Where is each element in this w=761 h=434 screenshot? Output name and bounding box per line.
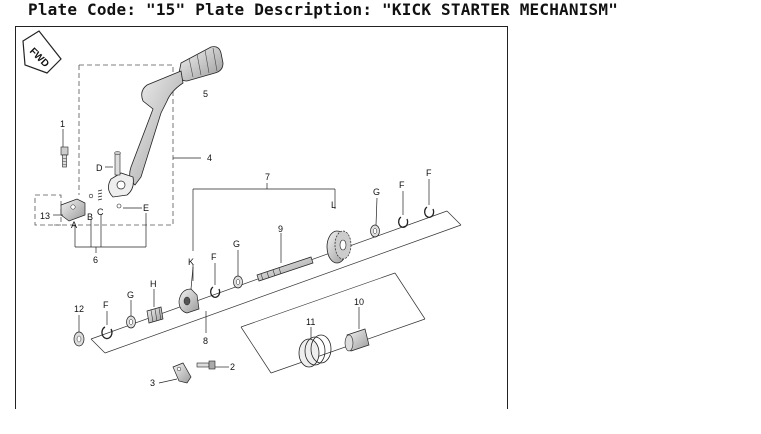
plate-description-value: "KICK STARTER MECHANISM" (382, 0, 619, 19)
callout-e: E (143, 203, 149, 213)
callout-4: 4 (207, 153, 212, 163)
callout-6: 6 (93, 255, 98, 265)
callout-11: 11 (306, 317, 315, 327)
parts-diagram-frame: FWD (15, 26, 508, 409)
leader-g-3 (375, 197, 378, 226)
fwd-arrow-icon: FWD (22, 30, 62, 74)
bolt-1 (60, 146, 69, 168)
callout-8: 8 (203, 336, 208, 346)
ball-b (88, 193, 94, 199)
callout-g-2: G (233, 239, 240, 249)
circlip-f-2 (210, 286, 221, 298)
kick-gear-l (326, 230, 352, 264)
circlip-f-4 (424, 206, 435, 218)
callout-f-2: F (211, 252, 217, 262)
callout-g-1: G (127, 290, 134, 300)
leader-k (190, 266, 194, 290)
washer-g-2 (233, 275, 243, 289)
leader-3 (158, 378, 178, 384)
callout-f-3: F (399, 180, 405, 190)
plate-code-value: "15" (146, 0, 186, 19)
callout-l: L (331, 200, 336, 210)
callout-9: 9 (278, 224, 283, 234)
spring-group-outline (240, 272, 426, 374)
plate-description-label: Plate Description: (195, 0, 373, 19)
washer-g-1 (126, 315, 136, 329)
callout-d: D (96, 163, 103, 173)
bolt-2 (196, 360, 216, 370)
washer-12 (73, 331, 85, 347)
pin-d (114, 151, 121, 176)
circlip-f-1 (101, 326, 113, 340)
kick-pedal-rubber (178, 46, 224, 82)
callout-10: 10 (354, 297, 364, 307)
spring-c (97, 189, 103, 201)
callout-g-3: G (373, 187, 380, 197)
washer-g-3 (370, 224, 380, 238)
kick-lever-assembly-box (34, 64, 174, 226)
circlip-f-3 (398, 216, 409, 228)
kick-spring-11 (298, 334, 332, 368)
leader-group-7 (192, 183, 336, 281)
lever-clamp-13 (60, 198, 86, 222)
callout-f-1: F (103, 300, 109, 310)
callout-k: K (188, 257, 194, 267)
callout-f-4: F (426, 168, 432, 178)
callout-7: 7 (265, 172, 270, 182)
callout-1: 1 (60, 119, 65, 129)
plate-code-label: Plate Code: (28, 0, 137, 19)
shaft-axis-outline (90, 210, 462, 354)
callout-b: B (87, 212, 93, 222)
ball-e (116, 203, 122, 209)
spring-sleeve-10 (344, 328, 370, 352)
callout-5: 5 (203, 89, 208, 99)
leader-group-6 (74, 213, 147, 253)
kick-lever-arm (108, 70, 184, 198)
callout-3: 3 (150, 378, 155, 388)
callout-12: 12 (74, 304, 84, 314)
callout-13: 13 (40, 211, 50, 221)
callout-a: A (71, 220, 77, 230)
ratchet-k (178, 288, 200, 314)
callout-2: 2 (230, 362, 235, 372)
callout-h: H (150, 279, 157, 289)
exploded-parts-diagram: FWD (22, 30, 462, 388)
stopper-plate-3 (172, 362, 192, 384)
callout-c: C (97, 207, 104, 217)
kick-shaft-9 (256, 256, 314, 282)
plate-header: Plate Code: "15" Plate Description: "KIC… (28, 0, 619, 19)
bushing-h (146, 306, 164, 324)
